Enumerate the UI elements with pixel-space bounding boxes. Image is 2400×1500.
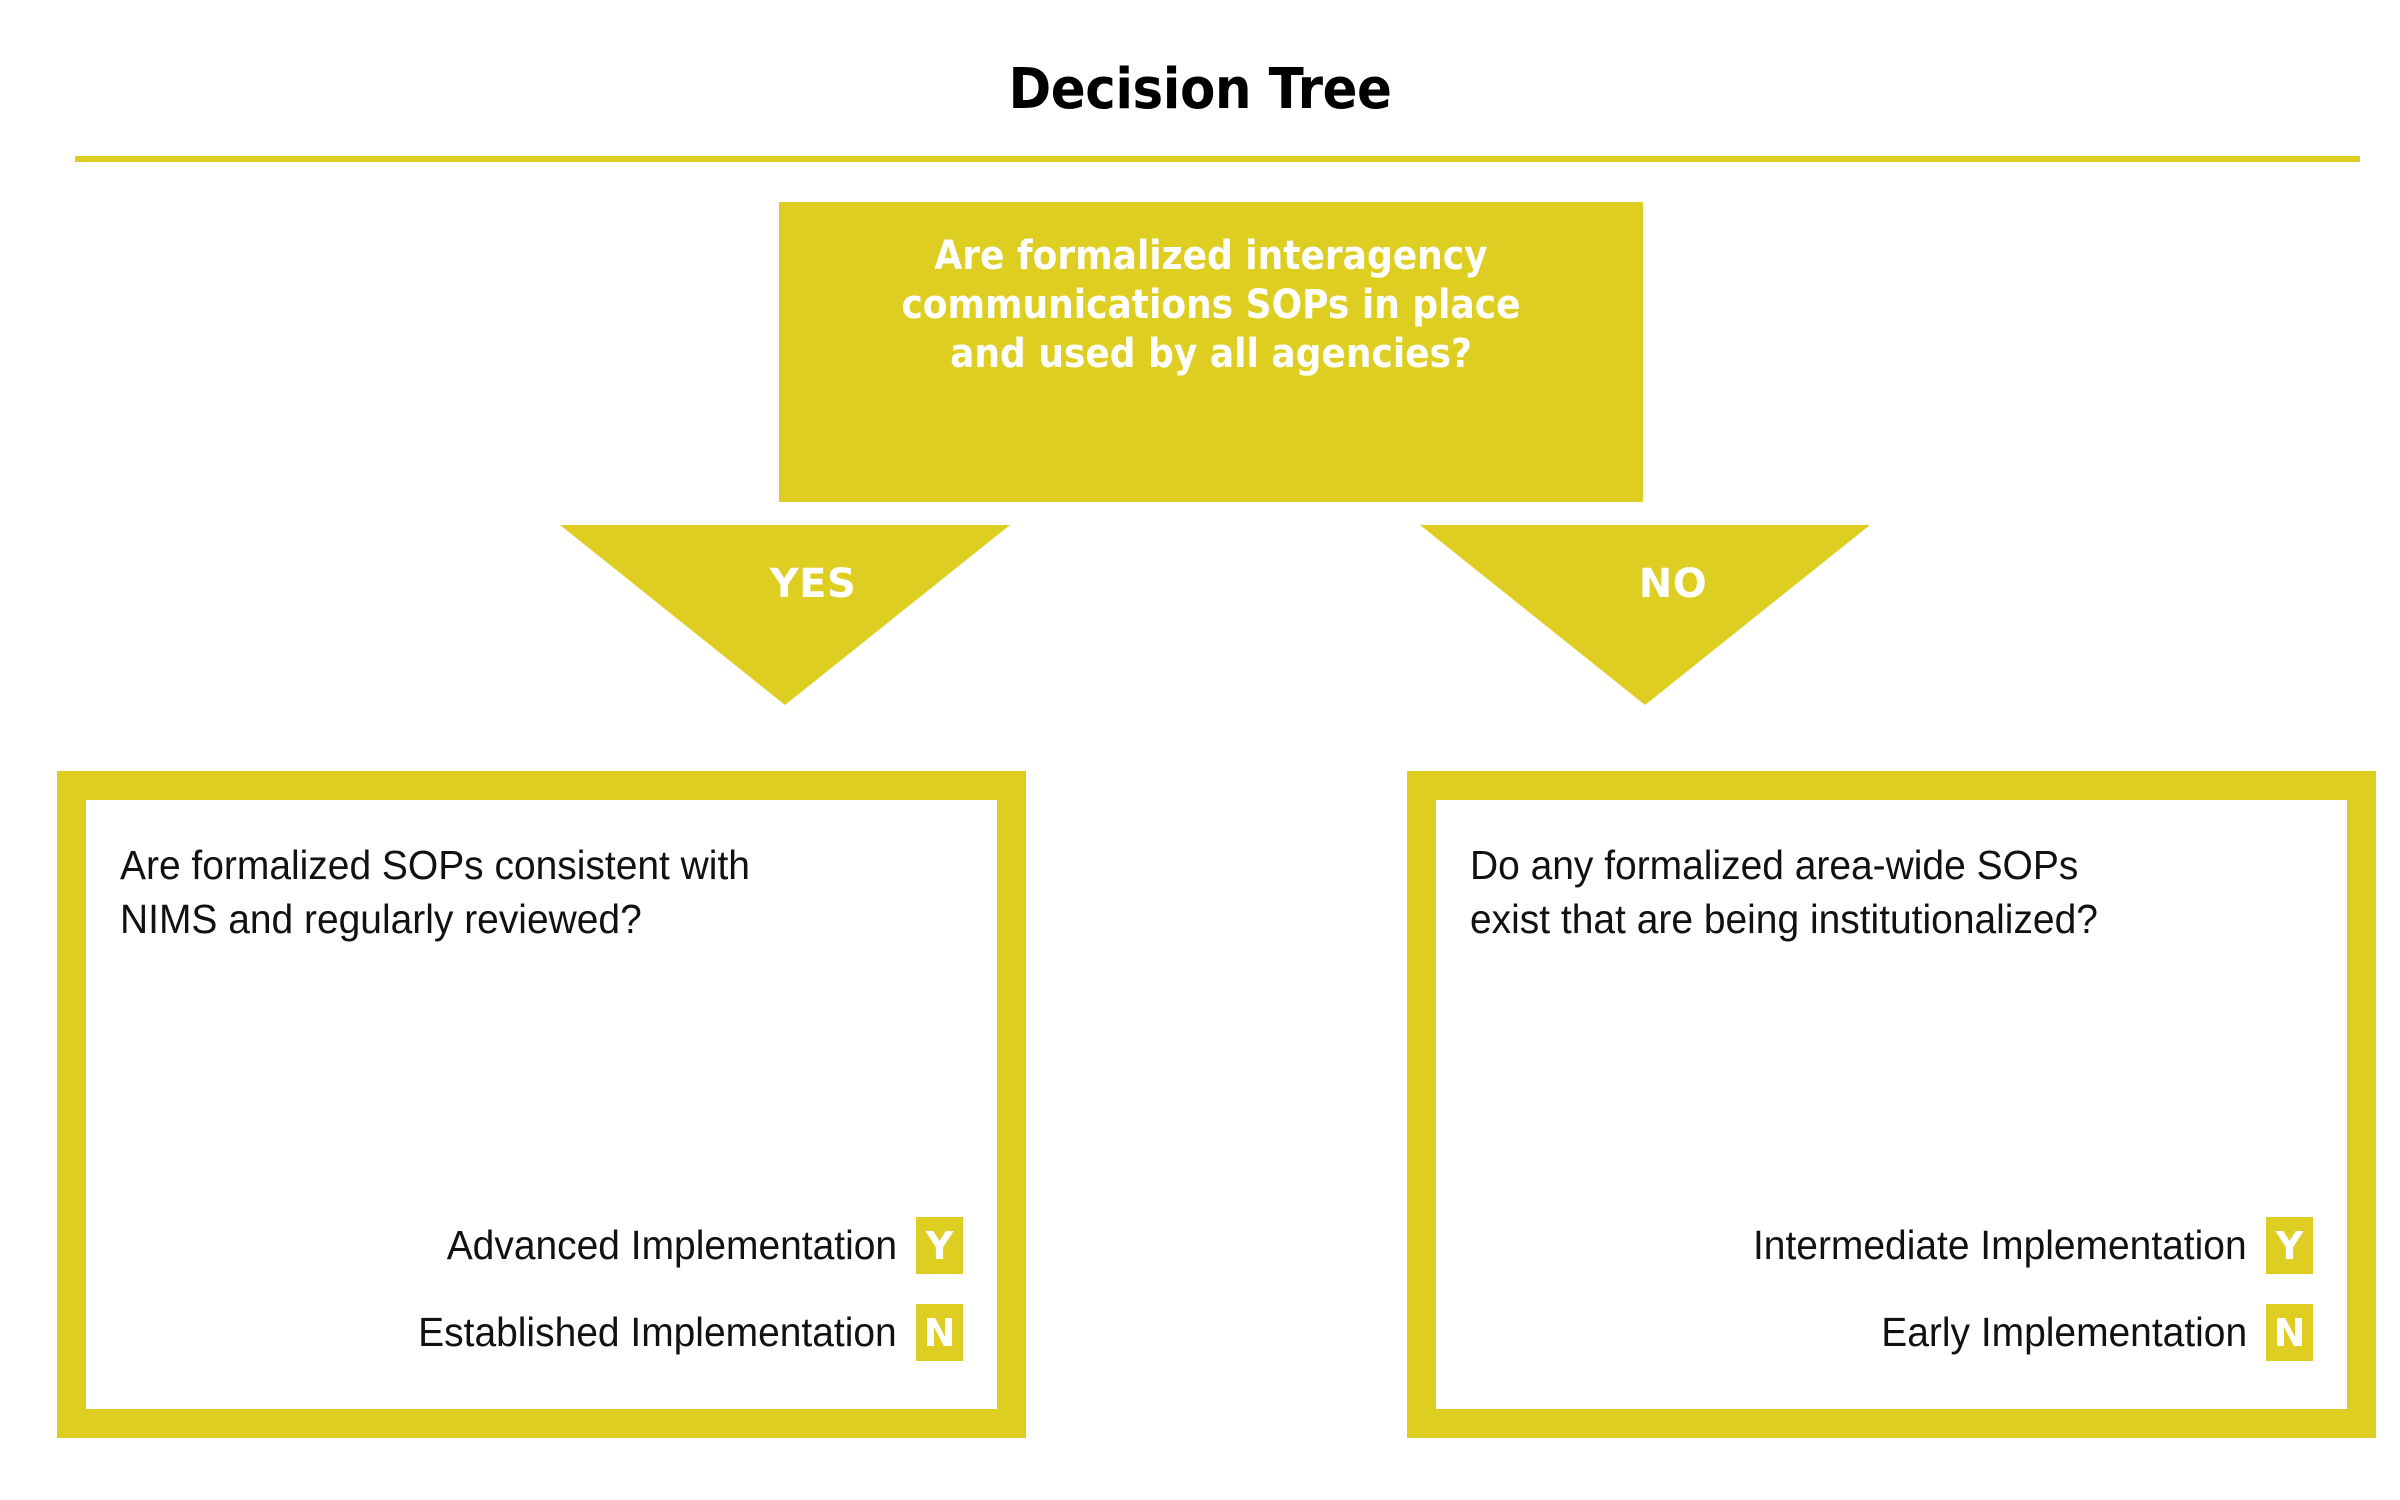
title-divider-rule [75, 156, 2360, 162]
answer-label: Established Implementation [418, 1309, 897, 1355]
answer-label: Advanced Implementation [446, 1222, 897, 1268]
root-question-box: Are formalized interagency communication… [779, 202, 1643, 502]
outcome-box-yes: Are formalized SOPs consistent with NIMS… [57, 771, 1026, 1438]
outcome-box-no: Do any formalized area-wide SOPs exist t… [1407, 771, 2376, 1438]
answer-badge-yes: Y [2266, 1217, 2313, 1274]
answer-row: Advanced Implementation Y [120, 1217, 963, 1274]
outcome-answers-yes: Advanced Implementation Y Established Im… [120, 1187, 963, 1361]
outcome-inner-no: Do any formalized area-wide SOPs exist t… [1436, 800, 2347, 1409]
down-triangle-icon [1420, 525, 1870, 705]
answer-label: Early Implementation [1881, 1309, 2247, 1355]
outcome-inner-yes: Are formalized SOPs consistent with NIMS… [86, 800, 997, 1409]
branch-arrow-yes: YES [560, 525, 1010, 705]
down-triangle-icon [560, 525, 1010, 705]
root-question-text: Are formalized interagency communication… [901, 233, 1521, 377]
page-title: Decision Tree [1008, 57, 1392, 122]
answer-row: Early Implementation N [1470, 1304, 2313, 1361]
answer-badge-yes: Y [916, 1217, 963, 1274]
answer-label: Intermediate Implementation [1753, 1222, 2247, 1268]
answer-row: Intermediate Implementation Y [1470, 1217, 2313, 1274]
outcome-question-no: Do any formalized area-wide SOPs exist t… [1470, 842, 2098, 943]
outcome-question-yes: Are formalized SOPs consistent with NIMS… [120, 842, 750, 943]
answer-row: Established Implementation N [120, 1304, 963, 1361]
answer-badge-no: N [916, 1304, 963, 1361]
outcome-answers-no: Intermediate Implementation Y Early Impl… [1470, 1187, 2313, 1361]
branch-arrow-no: NO [1420, 525, 1870, 705]
answer-badge-no: N [2266, 1304, 2313, 1361]
